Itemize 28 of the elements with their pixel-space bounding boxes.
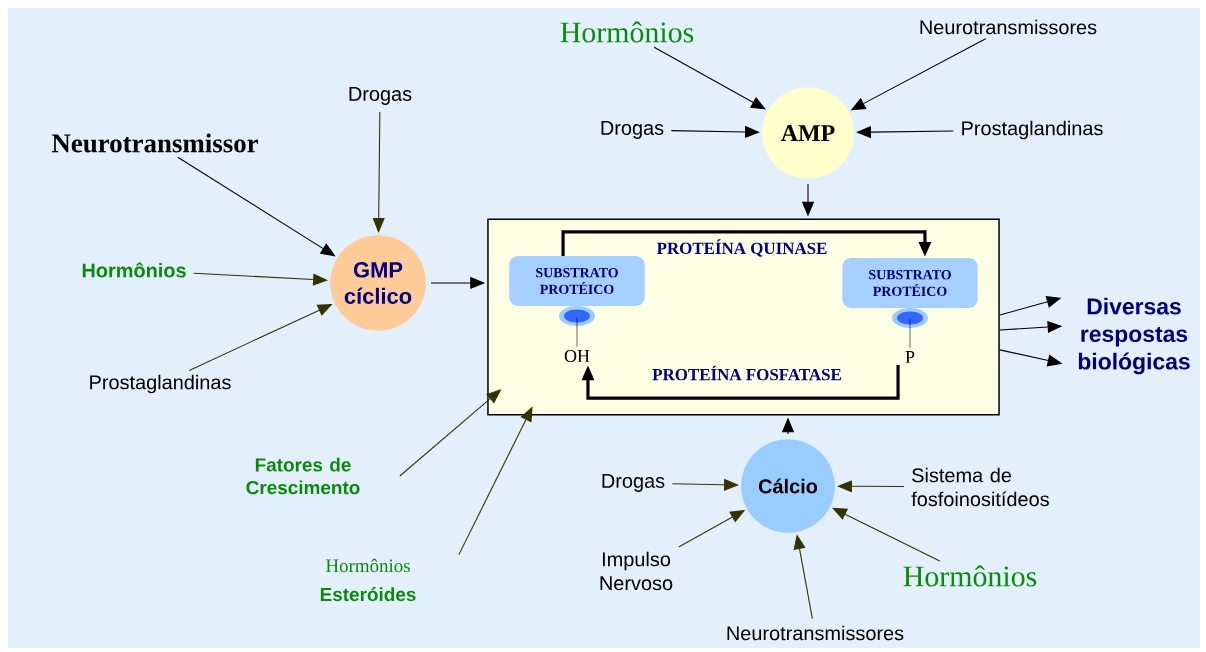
arrow	[837, 480, 905, 493]
edge-label: PROTEÍNA QUINASE	[655, 238, 829, 258]
arrow	[671, 478, 739, 491]
connector-line	[576, 316, 578, 348]
label-text: Neurotransmissores	[920, 19, 1097, 35]
label-text: Drogas	[602, 474, 665, 492]
label-text: Hormônios	[903, 565, 1037, 587]
label-text: Impulso Nervoso	[600, 551, 673, 591]
label-text: OH	[564, 349, 590, 362]
arrow	[856, 126, 954, 139]
arrow	[372, 111, 385, 233]
label-text: Hormônios	[560, 21, 694, 43]
arrow	[581, 365, 900, 400]
connector-line	[909, 318, 911, 349]
label-text: Sistema de fosfoinositídeos	[911, 467, 1049, 507]
label-text: Fatores de Crescimento	[246, 457, 360, 495]
label-text: Hormônios	[82, 262, 186, 278]
label-text: Diversas respostas biológicas	[1078, 297, 1190, 375]
substrate-box: SUBSTRATO PROTÉICO	[509, 256, 645, 306]
label-text: Drogas	[349, 87, 412, 105]
label-text: Neurotransmissores	[727, 625, 904, 641]
label-text: Prostaglandinas	[962, 120, 1103, 140]
label-text: P	[905, 351, 915, 363]
label-text: Hormônios Esteróides	[320, 558, 416, 602]
label-text: Drogas	[601, 121, 664, 139]
label-text: Neurotransmissor	[51, 133, 258, 153]
substrate-box: SUBSTRATO PROTÉICO	[842, 258, 978, 308]
label-text: Prostaglandinas	[90, 374, 231, 394]
